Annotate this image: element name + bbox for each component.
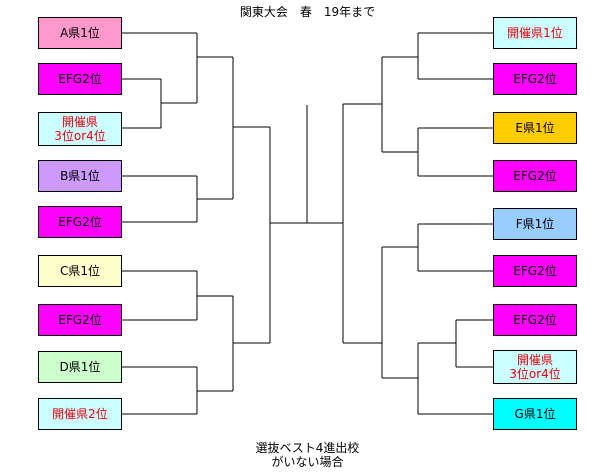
team-box-left-4: B県1位 [38, 160, 122, 192]
team-label: EFG2位 [58, 72, 102, 86]
team-box-right-4: EFG2位 [493, 160, 577, 192]
team-label: 開催県1位 [507, 26, 563, 40]
team-box-right-8: 開催県 3位or4位 [493, 350, 577, 384]
team-box-right-5: F県1位 [493, 208, 577, 240]
team-box-right-9: G県1位 [493, 398, 577, 430]
team-label: C県1位 [59, 264, 100, 278]
team-label: EFG2位 [58, 215, 102, 229]
team-box-right-3: E県1位 [493, 112, 577, 144]
team-box-left-7: EFG2位 [38, 304, 122, 336]
team-label: EFG2位 [513, 264, 557, 278]
team-label: A県1位 [60, 26, 100, 40]
team-box-right-1: 開催県1位 [493, 17, 577, 49]
team-box-left-6: C県1位 [38, 255, 122, 287]
team-label: EFG2位 [513, 313, 557, 327]
team-label: EFG2位 [513, 169, 557, 183]
bottom-caption: 選抜ベスト4進出校 がいない場合 [0, 441, 615, 469]
team-label: 開催県 3位or4位 [509, 353, 561, 381]
caption-line-1: 選抜ベスト4進出校 [255, 441, 360, 455]
team-box-left-3: 開催県 3位or4位 [38, 112, 122, 146]
team-label: B県1位 [60, 169, 100, 183]
team-label: E県1位 [515, 121, 555, 135]
page-title: 関東大会 春 19年まで [239, 5, 376, 19]
team-box-left-2: EFG2位 [38, 63, 122, 95]
team-box-left-5: EFG2位 [38, 206, 122, 238]
team-label: EFG2位 [58, 313, 102, 327]
team-label: 開催県2位 [52, 407, 108, 421]
caption-line-2: がいない場合 [271, 455, 344, 469]
team-box-right-7: EFG2位 [493, 304, 577, 336]
team-label: F県1位 [515, 217, 555, 231]
team-box-right-6: EFG2位 [493, 255, 577, 287]
team-box-left-8: D県1位 [38, 351, 122, 383]
team-box-right-2: EFG2位 [493, 63, 577, 95]
team-label: EFG2位 [513, 72, 557, 86]
team-label: 開催県 3位or4位 [54, 115, 106, 143]
team-box-left-9: 開催県2位 [38, 398, 122, 430]
team-label: G県1位 [514, 407, 556, 421]
team-label: D県1位 [59, 360, 101, 374]
team-box-left-1: A県1位 [38, 17, 122, 49]
